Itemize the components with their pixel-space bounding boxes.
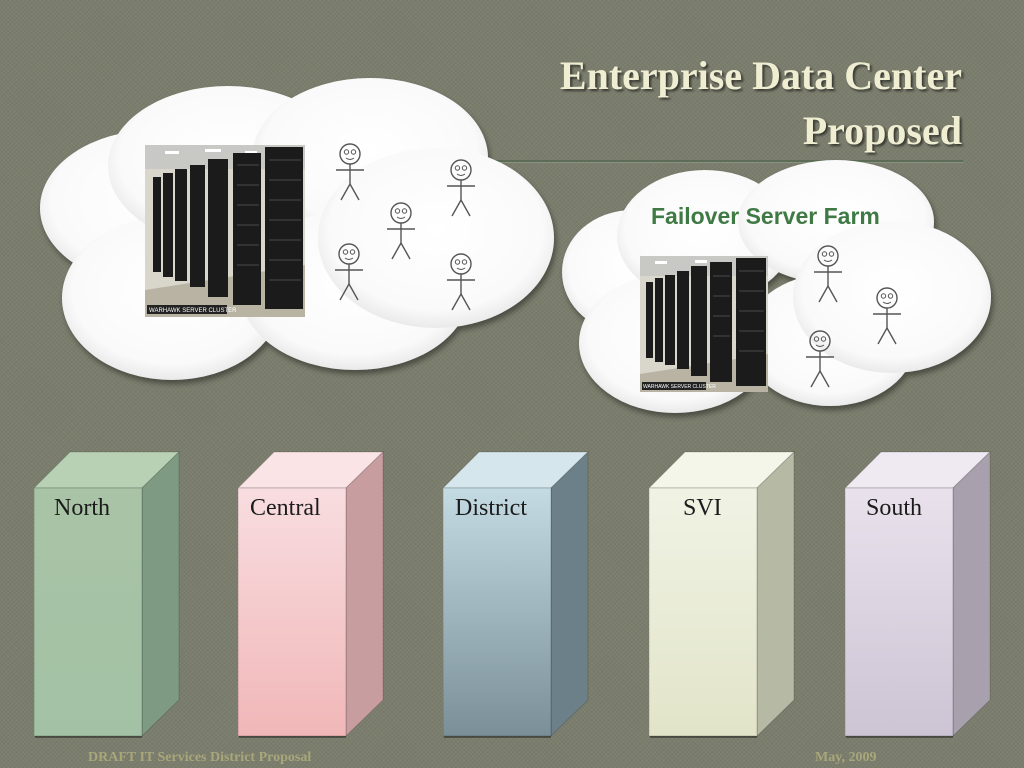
region-box-south [845,450,995,740]
footer-left: DRAFT IT Services District Proposal [88,750,312,765]
slide-title: Enterprise Data Center Proposed [560,48,962,158]
region-box-north [34,450,184,740]
region-box-central [238,450,388,740]
title-divider [365,160,963,162]
server-farm-photo: WARHAWK SERVER CLUSTER [145,145,305,317]
cloud-bubble [793,221,991,373]
cloud-bubble [318,148,554,328]
failover-server-photo: WARHAWK SERVER CLUSTER [640,256,768,392]
footer-right: May, 2009 [815,750,877,765]
region-label-south: South [866,495,923,521]
region-label-svi: SVI [683,495,722,521]
slide-title-line2: Proposed [802,108,962,153]
region-box-district [443,450,593,740]
region-label-district: District [455,495,527,521]
failover-cloud-bubbles [562,160,991,413]
slide-title-line1: Enterprise Data Center [559,53,962,98]
region-label-central: Central [250,495,321,521]
main-photo-caption: WARHAWK SERVER CLUSTER [149,308,237,314]
failover-photo-caption: WARHAWK SERVER CLUSTER [643,384,716,390]
region-label-north: North [54,495,110,521]
region-box-svi [649,450,799,740]
failover-label: Failover Server Farm [651,203,880,229]
